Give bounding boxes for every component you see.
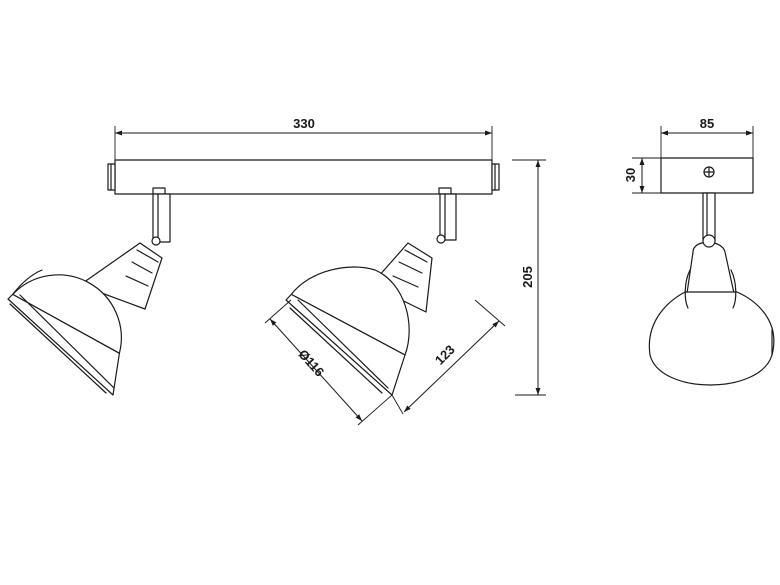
label-total-height: 205 (520, 266, 535, 288)
label-total-width: 330 (293, 116, 315, 131)
dimension-total-width: 330 (114, 116, 493, 160)
stem-right (439, 193, 457, 241)
dimension-total-height: 205 (512, 159, 546, 396)
lamp-socket-right (370, 242, 433, 313)
side-shade (648, 291, 775, 386)
front-view: 330 205 Ø116 123 (7, 116, 546, 426)
dimension-base-width: 85 (660, 116, 754, 158)
side-stem (702, 192, 716, 242)
spotlight-left (7, 193, 171, 396)
mounting-bar (114, 159, 493, 195)
mounting-screw-icon (703, 166, 715, 178)
label-shade-diameter: Ø116 (295, 346, 327, 379)
side-view: 85 30 (623, 116, 775, 386)
shade-left (12, 274, 122, 354)
label-base-width: 85 (700, 116, 714, 131)
dimension-shade-depth: 123 (391, 299, 506, 415)
stem-left (152, 193, 171, 243)
label-base-height: 30 (623, 168, 638, 182)
dimension-base-height: 30 (623, 157, 661, 194)
